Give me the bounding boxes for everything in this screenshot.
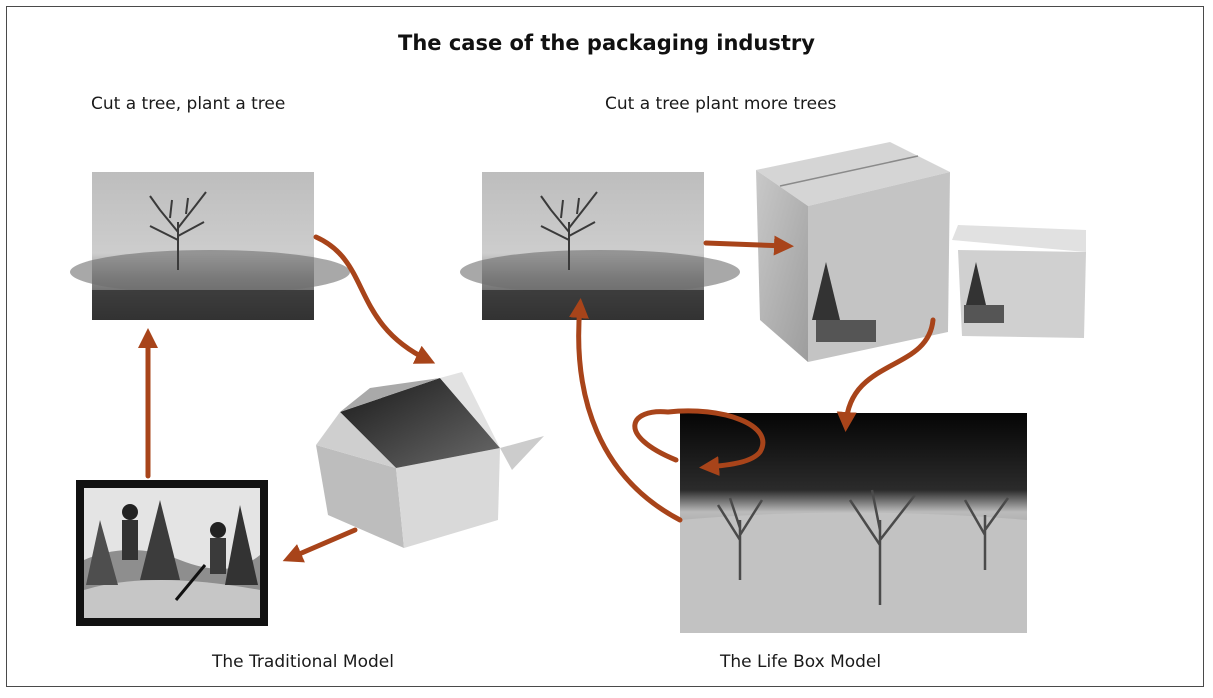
traditional-heading: Cut a tree, plant a tree <box>91 94 286 114</box>
arrow-life-box-to-orchard <box>836 317 936 432</box>
lifebox-heading: Cut a tree plant more trees <box>605 94 837 114</box>
orchard-photo <box>680 413 1027 633</box>
foggy-tree-photo-right <box>460 172 740 320</box>
woodcut-illustration <box>76 480 268 626</box>
arrow-open-box-to-woodcut <box>282 527 358 563</box>
life-box-cartons <box>756 142 1086 362</box>
arrow-orchard-loop <box>632 408 766 477</box>
open-cardboard-box <box>316 372 544 548</box>
foggy-tree-photo-left <box>70 172 350 320</box>
page-title: The case of the packaging industry <box>398 31 815 55</box>
arrow-tree-to-life-box <box>703 235 794 256</box>
lifebox-caption: The Life Box Model <box>720 652 882 672</box>
arrow-orchard-to-tree <box>569 298 683 523</box>
traditional-caption: The Traditional Model <box>212 652 394 672</box>
arrow-tree-to-open-box <box>313 234 436 364</box>
